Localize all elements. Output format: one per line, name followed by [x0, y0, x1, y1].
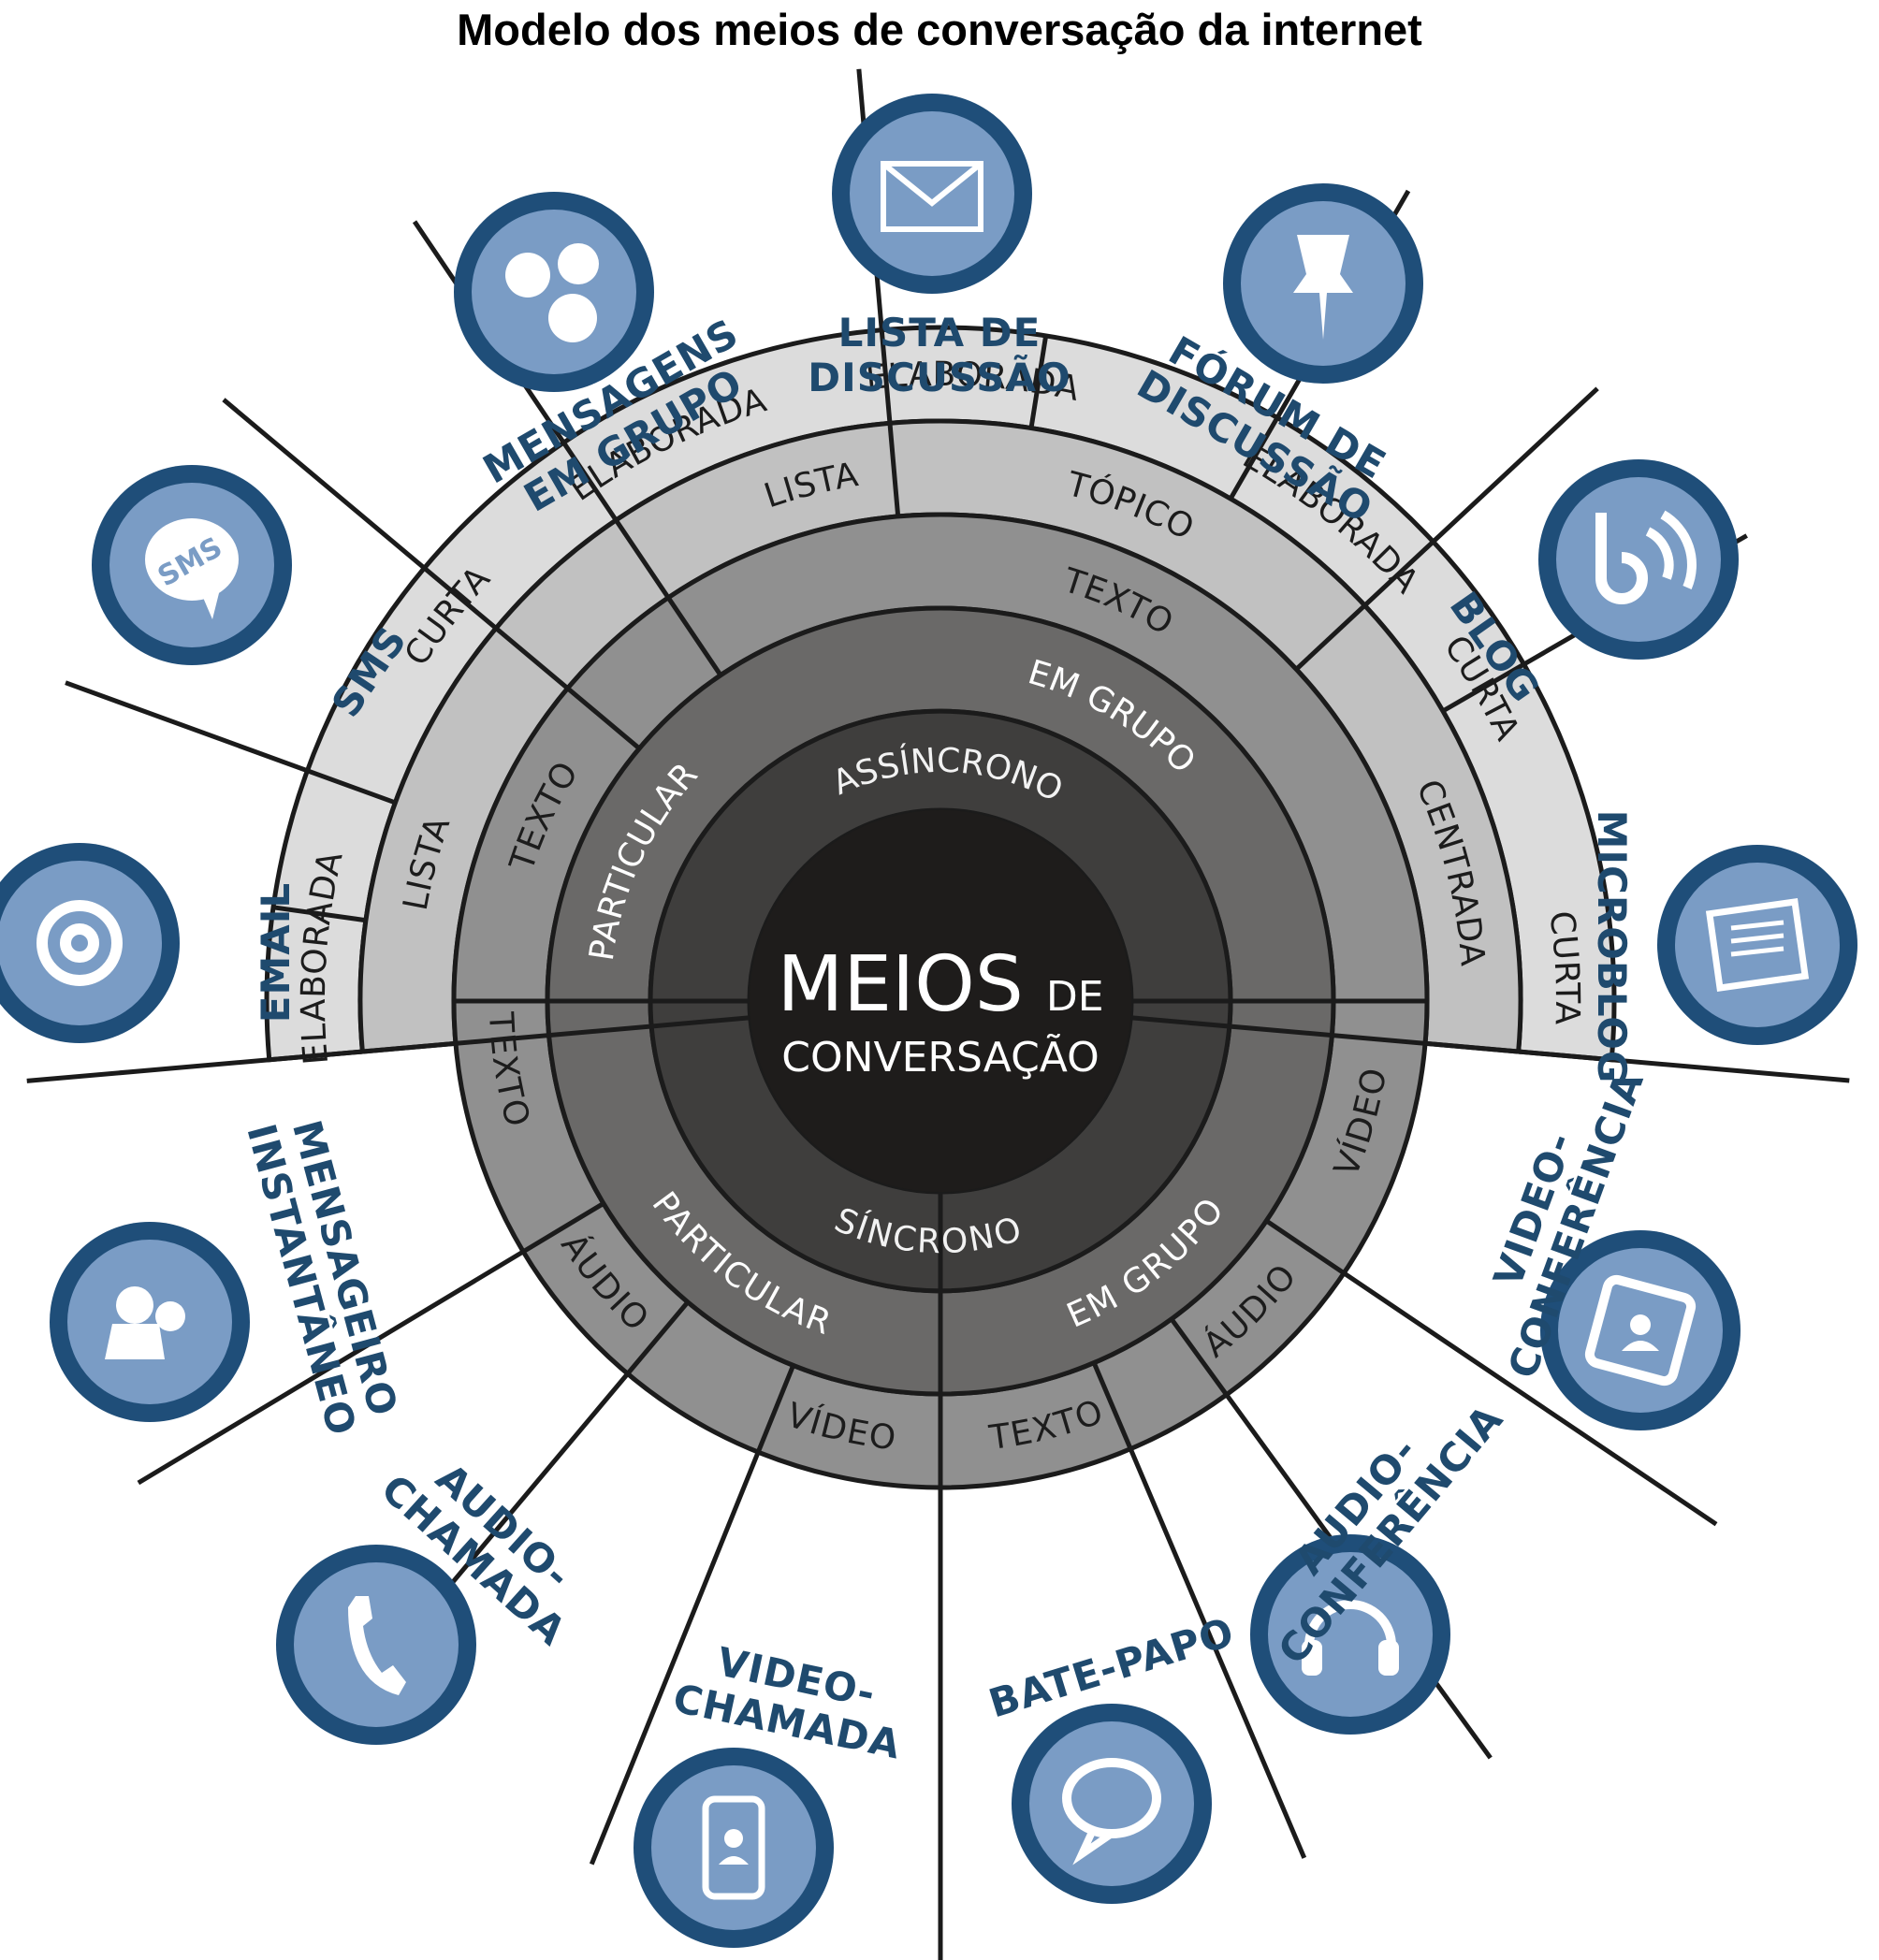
- pushpin-icon: [1223, 183, 1423, 384]
- note-card-icon: [1657, 845, 1857, 1045]
- divider-line: [589, 1364, 795, 1866]
- headset-icon: [1250, 1534, 1450, 1735]
- blog-feed-icon: [1538, 459, 1739, 660]
- center-title: MEIOS DE: [777, 940, 1103, 1029]
- service-label: MICROBLOG: [1589, 810, 1635, 1084]
- phone-handset-icon: [276, 1545, 476, 1745]
- service-label: EMAIL: [253, 882, 299, 1023]
- divider-line: [1264, 1218, 1718, 1527]
- center-title-big: MEIOS: [777, 940, 1023, 1029]
- speech-bubble-icon: [1012, 1704, 1212, 1904]
- center-title-small: DE: [1046, 973, 1104, 1021]
- service-label: VIDEO-CHAMADA: [669, 1631, 914, 1767]
- center-hub: MEIOS DE CONVERSAÇÃO: [750, 810, 1131, 1192]
- service-label: MENSAGEIROINSTANTÂNEO: [238, 1108, 408, 1441]
- mobile-video-icon: [634, 1748, 834, 1948]
- center-disk: [750, 810, 1131, 1192]
- length-label: CURTA: [1542, 908, 1587, 1025]
- sms-bubble-icon: SMS: [92, 465, 292, 665]
- divider-line: [1028, 335, 1049, 429]
- divider-line: [1091, 1361, 1307, 1859]
- video-screen-icon: [1540, 1230, 1741, 1430]
- divider-line: [137, 1201, 605, 1486]
- email-at-icon: [0, 843, 180, 1043]
- divider-line: [26, 1015, 750, 1083]
- divider-line: [1294, 386, 1599, 672]
- divider-line: [222, 398, 641, 750]
- divider-line: [272, 905, 367, 923]
- page-title: Modelo dos meios de conversação da inter…: [457, 5, 1422, 54]
- service-icons: SMS: [0, 94, 1857, 1948]
- envelope-icon: [832, 94, 1032, 294]
- center-subtitle: CONVERSAÇÃO: [781, 1033, 1100, 1082]
- contacts-icon: [50, 1222, 250, 1422]
- divider-line: [65, 680, 397, 806]
- divider-line: [1130, 1015, 1850, 1083]
- ring-bands: [264, 325, 1617, 1490]
- group-chat-bubbles-icon: [454, 192, 654, 392]
